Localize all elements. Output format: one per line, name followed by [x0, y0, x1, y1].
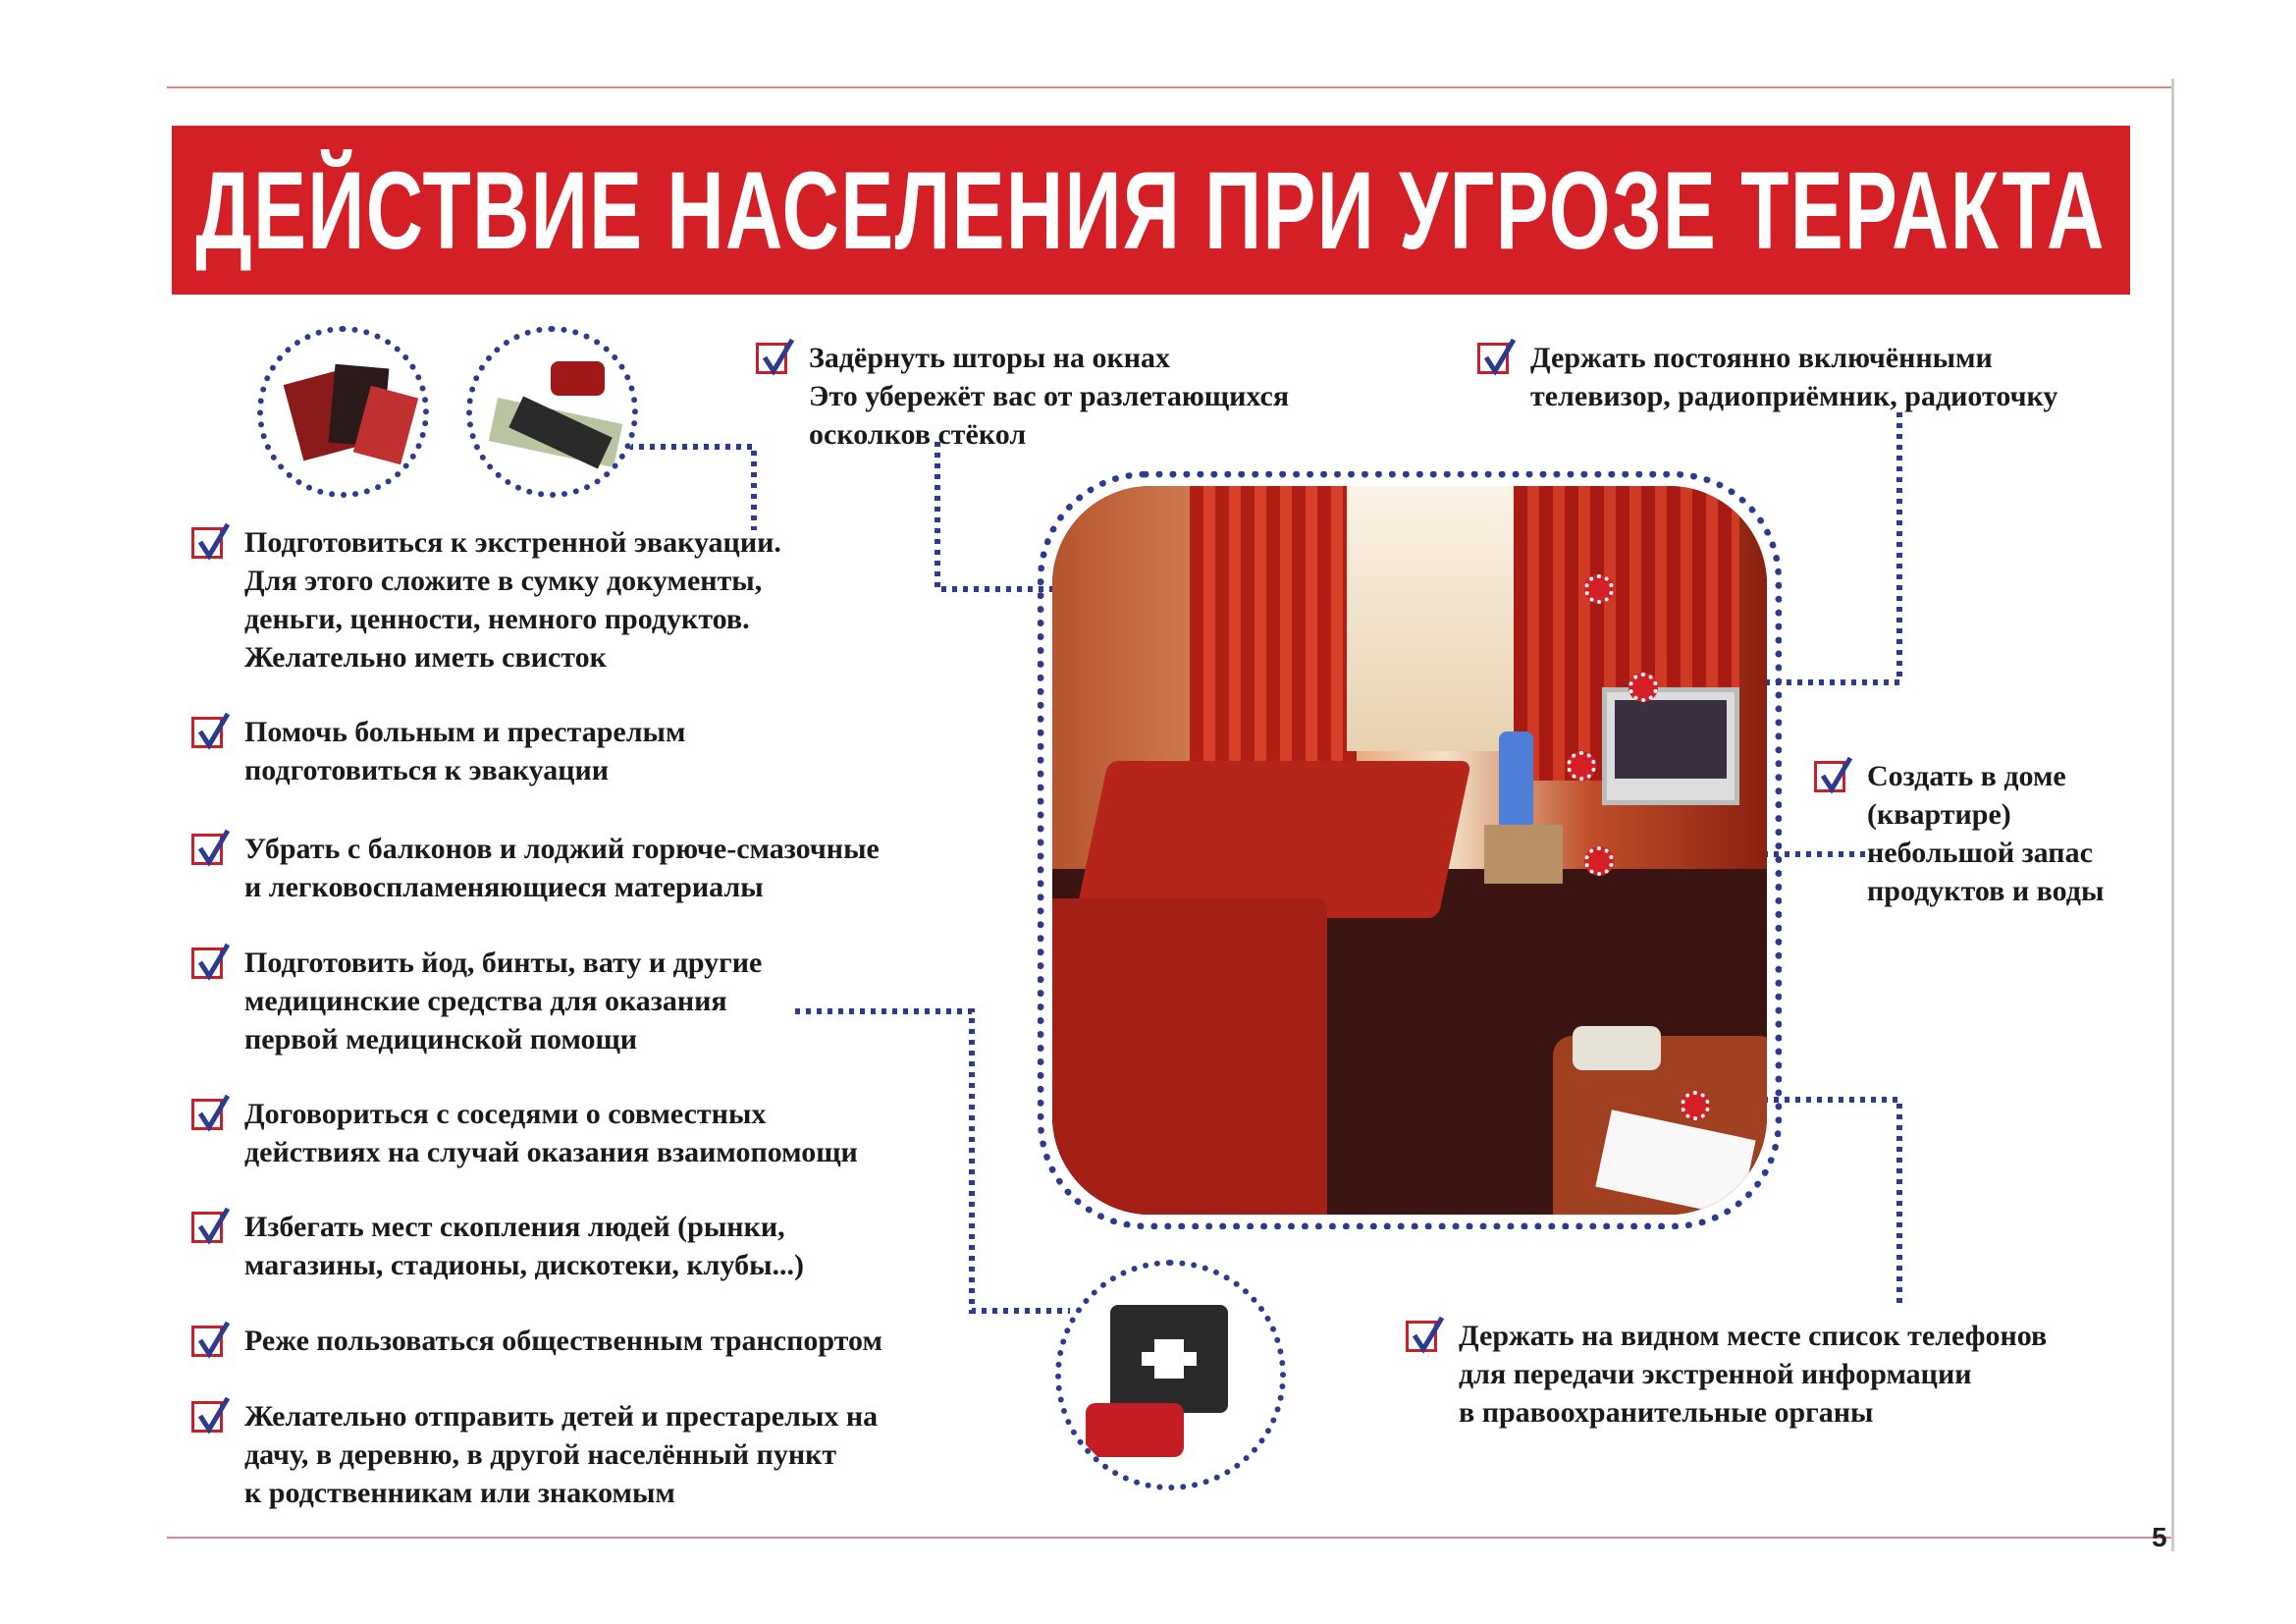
- list-item-transport: Реже пользоваться общественным транспорт…: [191, 1321, 882, 1360]
- item-text: в правоохранительные органы: [1459, 1396, 1874, 1429]
- list-item-neighbors: Договориться с соседями о совместных дейс…: [191, 1094, 858, 1171]
- list-item-crowds: Избегать мест скопления людей (рынки, маг…: [191, 1207, 805, 1284]
- checkbox-icon: [191, 1321, 231, 1359]
- list-item-relocate-children: Желательно отправить детей и престарелых…: [191, 1396, 879, 1512]
- checkbox-icon: [191, 1207, 231, 1245]
- water-bottle-icon: [1499, 731, 1533, 830]
- item-text: подготовиться к эвакуации: [244, 754, 610, 786]
- page-edge: [2171, 79, 2174, 1551]
- list-item-help-elderly: Помочь больным и престарелым подготовитьс…: [191, 712, 686, 789]
- marker-tv: [1629, 673, 1658, 702]
- checkbox-icon: [191, 1094, 231, 1132]
- top-rule: [167, 86, 2174, 88]
- checkbox-icon: [191, 943, 231, 981]
- documents-image: [257, 326, 429, 498]
- item-text: медицинские средства для оказания: [244, 985, 727, 1017]
- bottom-rule: [167, 1537, 2174, 1539]
- marker-water: [1567, 751, 1596, 781]
- checkbox-icon: [1477, 338, 1517, 376]
- connector-firstaid: [795, 1008, 1070, 1314]
- cross-icon: [1142, 1352, 1197, 1366]
- wallet-icon: [508, 396, 613, 469]
- item-text: телевизор, радиоприёмник, радиоточку: [1530, 380, 2058, 412]
- purse-icon: [551, 361, 605, 396]
- curtain-left-icon: [1190, 486, 1357, 810]
- item-text: Помочь больным и престарелым: [244, 716, 686, 748]
- item-text: Для этого сложите в сумку документы,: [244, 565, 763, 597]
- item-text: дачу, в деревню, в другой населённый пун…: [244, 1438, 837, 1471]
- telephone-icon: [1573, 1026, 1661, 1070]
- item-text: первой медицинской помощи: [244, 1023, 638, 1056]
- title-banner: ДЕЙСТВИЕ НАСЕЛЕНИЯ ПРИ УГРОЗЕ ТЕРАКТА: [172, 126, 2130, 295]
- checkbox-icon: [1814, 756, 1853, 794]
- item-text: Желательно отправить детей и престарелых…: [244, 1400, 879, 1433]
- item-text: Избегать мест скопления людей (рынки,: [244, 1211, 785, 1243]
- item-text: магазины, стадионы, дискотеки, клубы...): [244, 1249, 805, 1281]
- item-text: осколков стёкол: [809, 418, 1027, 451]
- item-text: деньги, ценности, немного продуктов.: [244, 603, 750, 635]
- item-text: к родственникам или знакомым: [244, 1477, 675, 1509]
- list-item-balconies: Убрать с балконов и лоджий горюче-смазоч…: [191, 829, 880, 906]
- box-icon: [1484, 825, 1563, 884]
- marker-phone-list: [1681, 1091, 1710, 1120]
- item-text: Создать в доме: [1867, 760, 2066, 792]
- marker-supplies: [1584, 846, 1614, 876]
- connector-bag: [628, 444, 757, 530]
- money-image: [466, 326, 638, 498]
- item-text: и легковоспламеняющиеся материалы: [244, 871, 764, 903]
- checkbox-icon: [191, 1396, 231, 1435]
- medicine-bag-icon: [1086, 1403, 1184, 1457]
- bed-icon: [1074, 761, 1472, 918]
- marker-curtains: [1584, 574, 1614, 604]
- item-text: (квартире): [1867, 798, 2011, 831]
- first-aid-kit-image: [1055, 1260, 1286, 1490]
- item-text: Убрать с балконов и лоджий горюче-смазоч…: [244, 833, 880, 865]
- item-text: Желательно иметь свисток: [244, 641, 607, 674]
- item-text: для передачи экстренной информации: [1459, 1358, 1972, 1390]
- checkbox-icon: [191, 829, 231, 867]
- bed-icon: [1052, 898, 1327, 1215]
- item-text: Подготовить йод, бинты, вату и другие: [244, 947, 763, 979]
- item-text: Держать постоянно включёнными: [1530, 342, 1993, 374]
- list-item-tv-radio: Держать постоянно включёнными телевизор, …: [1477, 338, 2058, 415]
- item-text: Подготовиться к экстренной эвакуации.: [244, 526, 781, 559]
- list-item-first-aid: Подготовить йод, бинты, вату и другие мед…: [191, 943, 763, 1058]
- page-title: ДЕЙСТВИЕ НАСЕЛЕНИЯ ПРИ УГРОЗЕ ТЕРАКТА: [195, 148, 2107, 272]
- item-text: продуктов и воды: [1867, 875, 2105, 907]
- list-item-supplies: Создать в доме (квартире) небольшой запас п…: [1814, 756, 2105, 910]
- tv-icon: [1602, 687, 1739, 805]
- list-item-phone-list: Держать на видном месте список телефонов…: [1406, 1316, 2048, 1432]
- checkbox-icon: [191, 522, 231, 561]
- list-item-evacuation: Подготовиться к экстренной эвакуации. Для…: [191, 522, 781, 677]
- checkbox-icon: [1406, 1316, 1445, 1354]
- checkbox-icon: [756, 338, 795, 376]
- checkbox-icon: [191, 712, 231, 750]
- hotel-room-photo: [1038, 471, 1782, 1229]
- item-text: небольшой запас: [1867, 837, 2093, 869]
- window-icon: [1347, 486, 1514, 751]
- item-text: Это убережёт вас от разлетающихся: [809, 380, 1290, 412]
- item-text: действиях на случай оказания взаимопомощ…: [244, 1136, 858, 1168]
- item-text: Задёрнуть шторы на окнах: [809, 342, 1171, 374]
- item-text: Реже пользоваться общественным транспорт…: [244, 1325, 882, 1357]
- page-number: 5: [2152, 1522, 2167, 1552]
- item-text: Держать на видном месте список телефонов: [1459, 1320, 2048, 1352]
- item-text: Договориться с соседями о совместных: [244, 1098, 767, 1130]
